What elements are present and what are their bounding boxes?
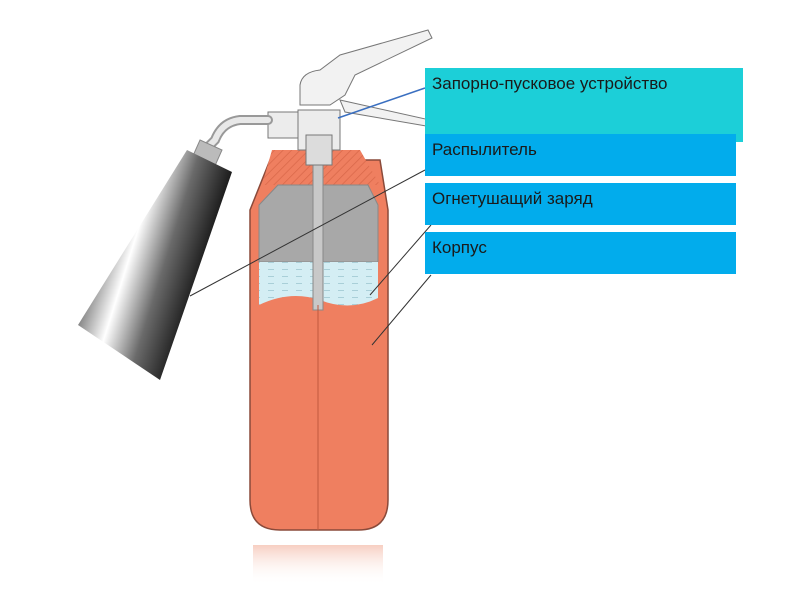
valve-stem — [305, 134, 333, 166]
label-body: Корпус — [425, 232, 736, 274]
leader-line-body — [371, 274, 432, 346]
body-reflection — [253, 545, 383, 585]
label-extinguishing-charge: Огнетушащий заряд — [425, 183, 736, 225]
handle-lever — [299, 29, 433, 106]
valve-nut — [267, 111, 299, 139]
discharge-horn — [78, 150, 232, 380]
leader-line-valve — [337, 87, 426, 119]
leader-line-nozzle — [189, 169, 426, 297]
label-nozzle: Распылитель — [425, 134, 736, 176]
handle-lower — [339, 99, 433, 128]
label-valve-assembly: Запорно-пусковое устройство — [425, 68, 743, 142]
siphon-tube — [312, 164, 324, 311]
leader-line-charge — [369, 224, 432, 296]
